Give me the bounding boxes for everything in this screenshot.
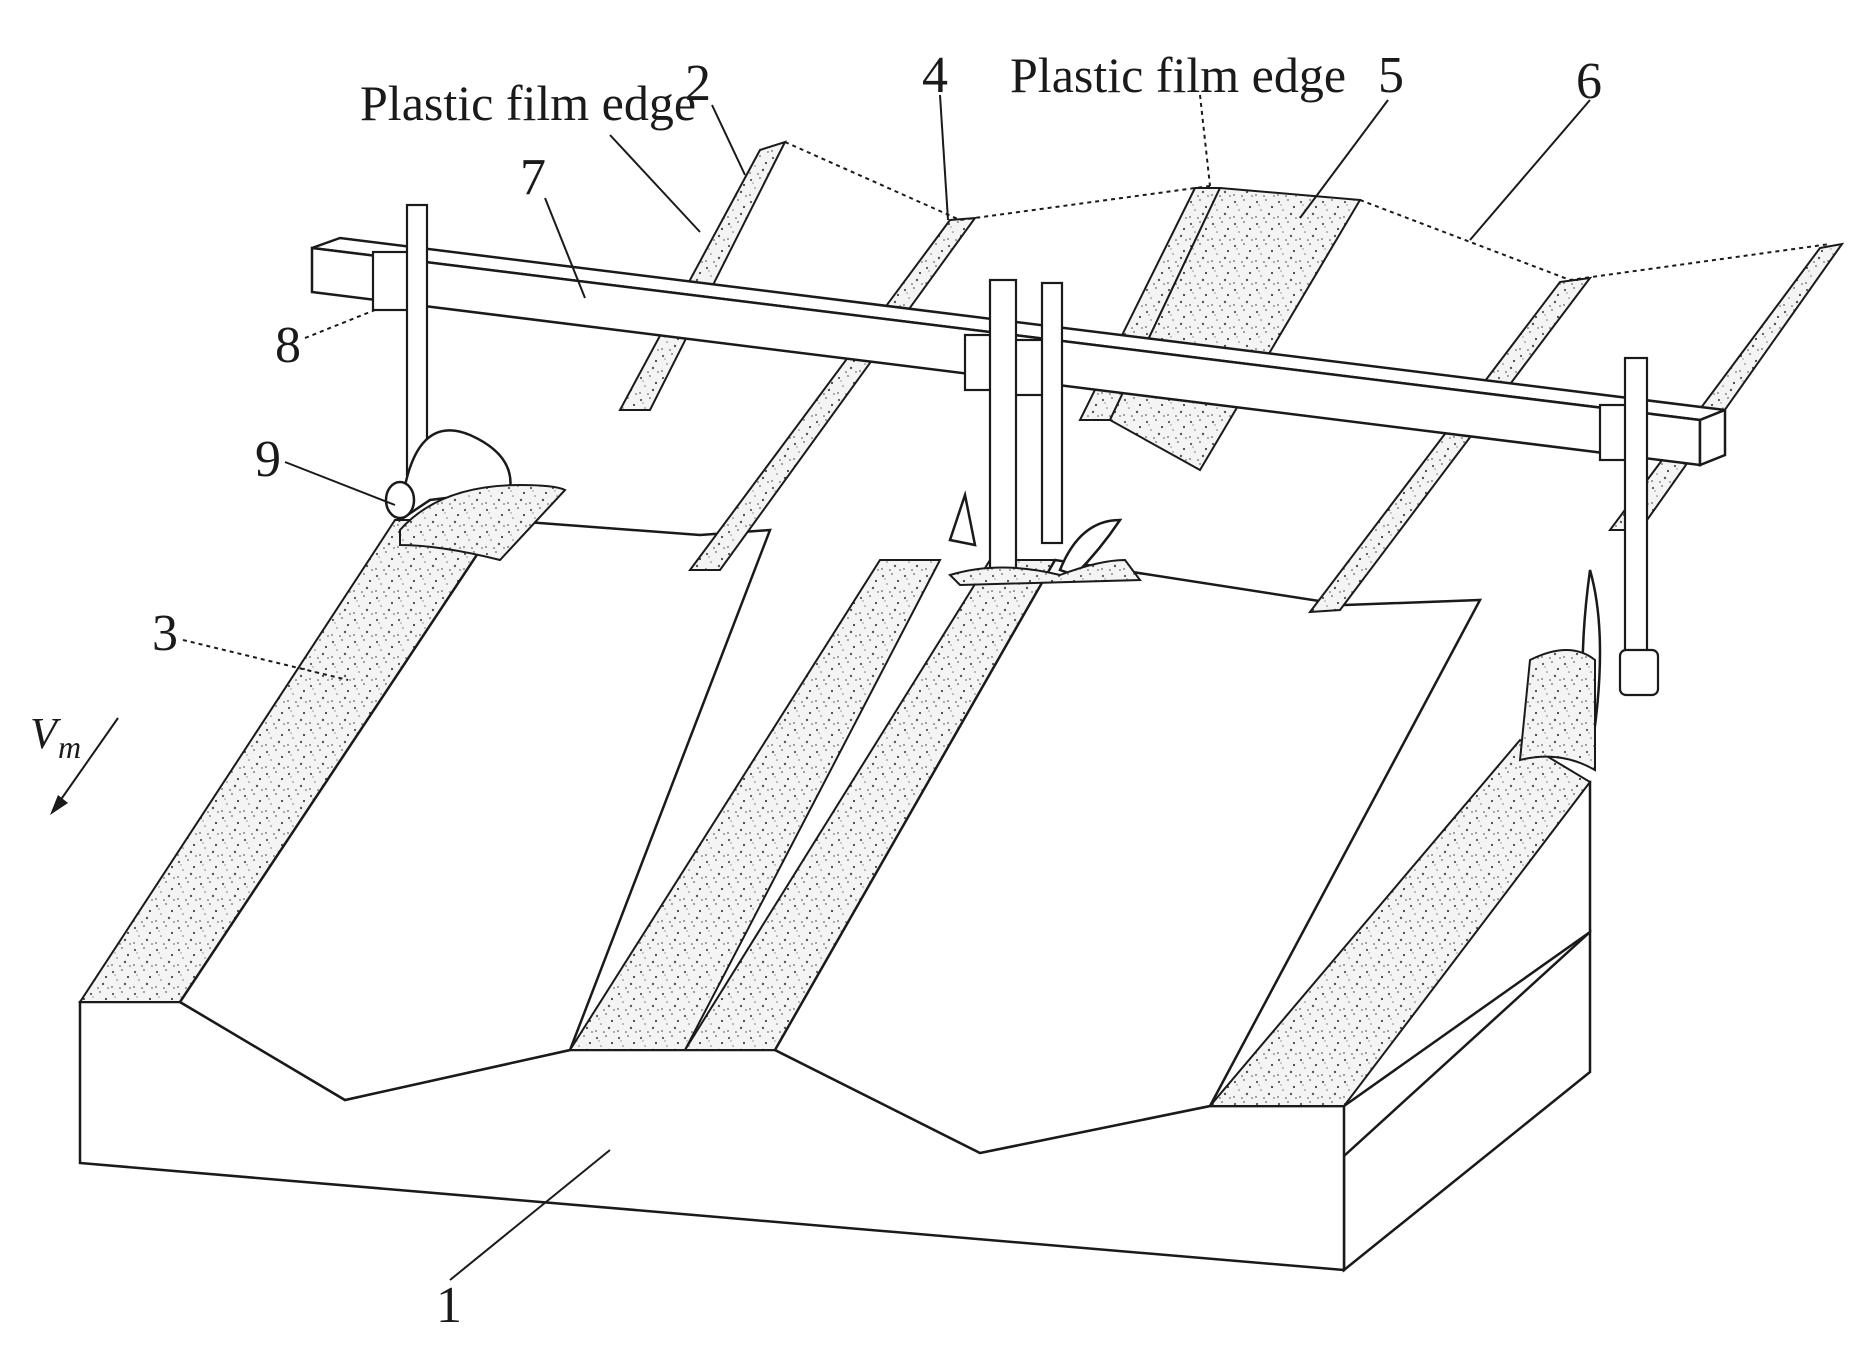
- rod-center-b: [1040, 281, 1064, 545]
- label-velocity-subscript: m: [58, 729, 81, 765]
- label-4: 4: [922, 47, 948, 104]
- bar-end-face: [1698, 408, 1727, 467]
- velocity-arrow-shaft: [54, 717, 119, 809]
- leader-2: [711, 104, 746, 176]
- rod-left: [405, 203, 429, 477]
- leader-film-edge-left: [609, 134, 701, 233]
- film-surface-right: [773, 558, 1483, 1155]
- label-1: 1: [436, 1277, 462, 1334]
- film-edge-line-left: [784, 141, 1211, 222]
- velocity-arrow: [50, 717, 119, 815]
- rod-right: [1623, 356, 1649, 670]
- ridge-4: [688, 216, 978, 571]
- label-2: 2: [685, 55, 711, 112]
- disc-hub-left: [384, 480, 416, 520]
- leader-5: [1299, 99, 1389, 219]
- leader-8: [304, 309, 376, 339]
- label-3: 3: [152, 605, 178, 662]
- share-blade-center-left: [948, 490, 977, 547]
- leader-4: [939, 94, 949, 221]
- label-plastic-film-edge-right: Plastic film edge: [1010, 47, 1346, 103]
- leader-9: [284, 461, 396, 506]
- film-edge-line-right: [1359, 199, 1831, 282]
- label-6: 6: [1576, 53, 1602, 110]
- soil-heap-left: [399, 483, 567, 562]
- soil-heap-right: [1518, 649, 1596, 772]
- label-8: 8: [275, 317, 301, 374]
- rods: [405, 203, 1649, 670]
- soil-strips: [78, 518, 1592, 1155]
- disc-blade-left: [398, 429, 512, 523]
- leader-7: [544, 197, 586, 299]
- blades: [384, 429, 1660, 772]
- leader-6: [1469, 99, 1591, 241]
- leader-film-edge-right: [1199, 94, 1211, 187]
- soil-heap-center: [948, 558, 1142, 587]
- leader-1: [449, 1149, 611, 1281]
- film-edge-lines: [784, 141, 1831, 282]
- leader-lines: [182, 94, 1591, 1281]
- label-7: 7: [520, 149, 546, 206]
- velocity-arrow-head: [50, 795, 68, 815]
- soil-strip-right: [1207, 738, 1592, 1107]
- share-blade-center-right: [1058, 518, 1123, 577]
- label-plastic-film-edge-left: Plastic film edge: [360, 75, 696, 131]
- soil-strip-center-a: [568, 559, 942, 1051]
- label-velocity: V: [30, 709, 62, 758]
- labels: Plastic film edge Plastic film edge 1 2 …: [30, 47, 1602, 1334]
- depth-wheel-right: [1618, 648, 1660, 697]
- rod-center-a: [988, 278, 1018, 582]
- label-5: 5: [1378, 47, 1404, 104]
- label-9: 9: [255, 431, 281, 488]
